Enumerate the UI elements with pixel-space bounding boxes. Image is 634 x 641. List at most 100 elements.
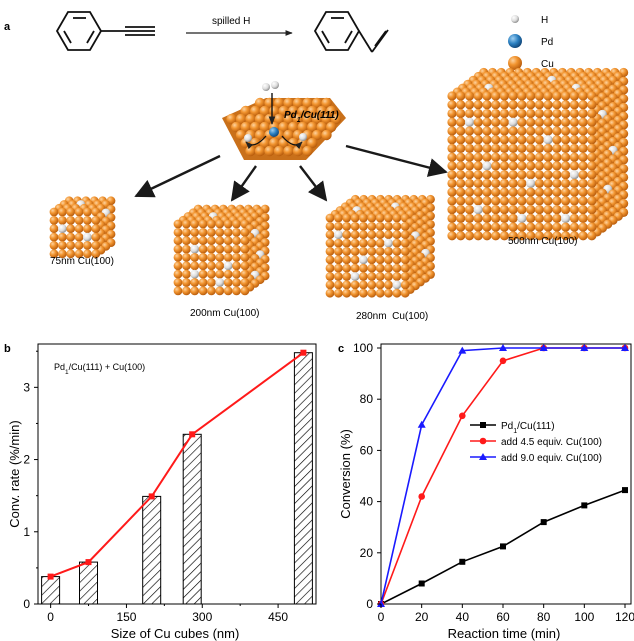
- cube-cu-atom: [543, 213, 553, 223]
- cube-cu-atom: [359, 213, 368, 223]
- cube-cu-atom: [400, 255, 410, 265]
- cube-h-atom: [223, 261, 233, 271]
- cube-cu-atom: [552, 91, 562, 101]
- cube-cu-atom: [491, 135, 501, 145]
- plate-cu-atom: [278, 105, 289, 117]
- plate-cu-atom: [235, 129, 247, 141]
- cube-cu-atom: [578, 161, 588, 171]
- plate-cu-atom: [254, 97, 266, 109]
- cube-cu-atom: [350, 222, 360, 231]
- cube-cu-atom: [173, 253, 183, 262]
- cube-cu-atom: [491, 196, 501, 206]
- plate-cu-atom: [259, 121, 270, 133]
- cube-cu-atom: [367, 222, 377, 231]
- cube-cu-atom: [543, 100, 553, 110]
- cube-cu-atom: [207, 228, 216, 237]
- cube-cu-atom: [232, 269, 241, 279]
- cube-cu-atom: [447, 222, 457, 232]
- cube-cu-atom: [473, 187, 483, 197]
- cube-cu-atom: [325, 272, 335, 281]
- cube-cu-atom: [517, 117, 527, 127]
- cube-cu-atom: [182, 228, 191, 237]
- bar: [182, 433, 202, 605]
- cube-cu-atom: [578, 143, 588, 153]
- cube-cu-atom: [561, 187, 571, 197]
- plate-cu-atom: [307, 121, 318, 133]
- cube-cu-atom: [578, 126, 588, 136]
- cube-cu-atom: [334, 280, 343, 290]
- cube-cu-atom: [456, 108, 466, 119]
- cube-cu-atom: [561, 135, 571, 145]
- cube-cu-atom: [587, 178, 597, 188]
- cube-cu-atom: [384, 255, 393, 265]
- cube-cu-atom: [215, 286, 225, 296]
- cube-cu-atom: [561, 100, 571, 110]
- y-tick-label: 2: [23, 453, 30, 467]
- cube-cu-atom: [526, 126, 536, 136]
- cube-cu-atom: [456, 143, 466, 153]
- cube-cu-atom: [499, 126, 509, 136]
- cube-cu-atom: [552, 213, 562, 223]
- cube-cu-atom: [499, 187, 509, 197]
- cube-cu-atom: [456, 231, 466, 241]
- cube-cu-atom: [482, 117, 492, 127]
- cube-cu-atom: [517, 170, 527, 180]
- reaction-label: spilled H: [212, 16, 250, 27]
- cube-cu-atom: [464, 213, 475, 223]
- cube-cu-atom: [400, 288, 410, 298]
- cube-cu-atom: [578, 222, 588, 232]
- x-tick-label: 100: [574, 610, 594, 624]
- cube-cu-atom: [182, 286, 191, 296]
- cube-cu-atom: [552, 161, 562, 171]
- cube-cu-atom: [552, 196, 562, 206]
- cube-cu-atom: [482, 231, 492, 241]
- cube-cu-atom: [543, 196, 553, 206]
- cube-label-500nm: 500nm Cu(100): [508, 236, 577, 247]
- cube-cu-atom: [447, 187, 457, 197]
- cube-cu-atom: [526, 143, 536, 153]
- cube-cu-atom: [392, 255, 402, 265]
- cube-cu-atom: [578, 196, 588, 206]
- cube-500nm: [447, 67, 629, 241]
- plate-cu-atom: [316, 105, 327, 117]
- cube-cu-atom: [552, 126, 562, 136]
- cube-h-atom: [384, 238, 393, 248]
- cube-cu-atom: [83, 207, 92, 217]
- cube-cu-atom: [569, 196, 580, 206]
- cube-cu-atom: [569, 231, 580, 241]
- cube-cu-atom: [561, 152, 571, 162]
- cube-cu-atom: [473, 231, 483, 241]
- styrene-structure: [313, 11, 389, 53]
- cube-cu-atom: [215, 228, 225, 237]
- cube-cu-atom: [526, 117, 536, 127]
- cube-cu-atom: [526, 196, 536, 206]
- cube-cu-atom: [534, 196, 545, 206]
- cube-cu-atom: [508, 205, 518, 215]
- cube-cu-atom: [207, 219, 216, 229]
- cube-cu-atom: [240, 286, 250, 296]
- plate-cu-atom: [254, 129, 266, 141]
- cube-cu-atom: [473, 213, 483, 223]
- cube-cu-atom: [392, 247, 402, 256]
- x-tick-label: 0: [47, 610, 54, 624]
- cube-cu-atom: [587, 126, 597, 136]
- cube-cu-atom: [367, 213, 377, 223]
- cube-cu-atom: [464, 126, 475, 136]
- cube-cu-atom: [173, 286, 183, 296]
- legend-pd-label: Pd: [541, 37, 553, 48]
- plate-cu-atom: [283, 145, 294, 157]
- cube-cu-atom: [482, 91, 492, 101]
- plate-cu-atom: [283, 97, 294, 109]
- pd1-cu111-plate: Pd1/Cu(111): [222, 81, 346, 160]
- plate-cu-atom: [273, 97, 285, 109]
- cube-cu-atom: [561, 126, 571, 136]
- cube-cu-atom: [482, 170, 492, 180]
- cube-cu-atom: [508, 143, 518, 153]
- bar: [142, 495, 162, 605]
- cube-cu-atom: [367, 247, 377, 256]
- cube-cu-atom: [240, 228, 250, 237]
- cube-cu-atom: [526, 100, 536, 110]
- cube-cu-atom: [74, 216, 84, 225]
